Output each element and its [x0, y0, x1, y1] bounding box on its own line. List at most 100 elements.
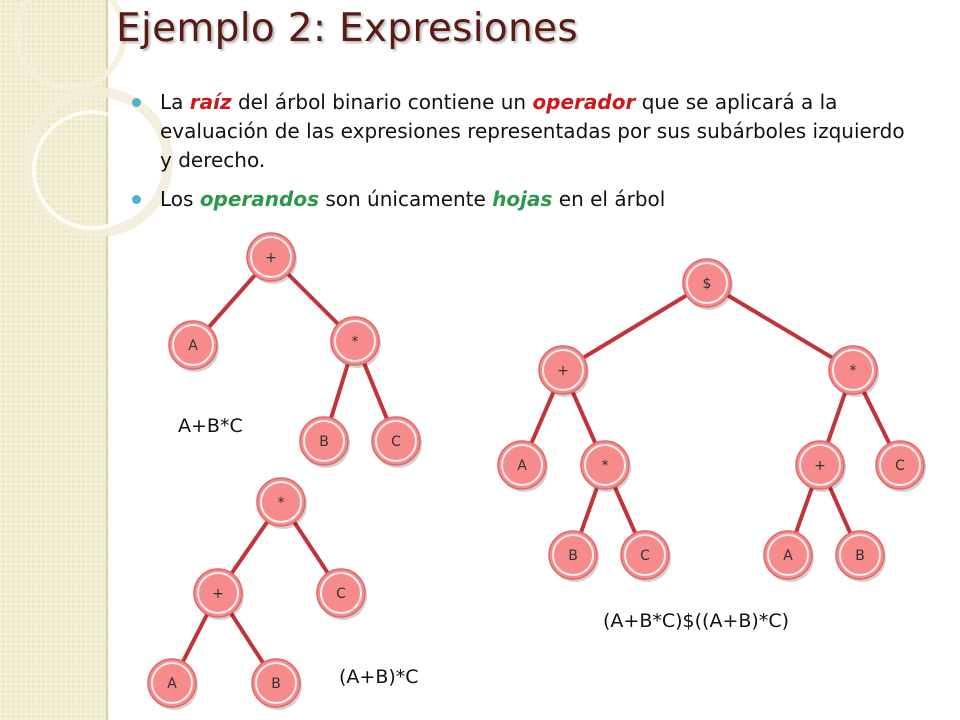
node-label: A [188, 338, 198, 354]
node-label: B [271, 676, 281, 692]
tree-node: $ [682, 258, 733, 310]
tree-node: C [875, 440, 926, 492]
node-circle [795, 440, 845, 490]
node-label: C [640, 548, 650, 564]
node-ring [584, 444, 626, 486]
node-circle [538, 345, 588, 395]
node-label: C [391, 434, 401, 450]
tree-node: * [580, 440, 631, 492]
node-label: C [336, 586, 346, 602]
node-label: $ [703, 276, 712, 292]
tree-node: A [147, 658, 198, 710]
node-ring [501, 444, 543, 486]
node-circle [256, 477, 306, 527]
node-label: + [557, 363, 569, 379]
node-circle [168, 320, 218, 370]
node-ring [320, 572, 362, 614]
node-circle [497, 440, 547, 490]
node-ring [879, 444, 921, 486]
node-circle [251, 658, 301, 708]
node-circle [548, 530, 598, 580]
node-ring [250, 236, 292, 278]
sidebar-texture [0, 0, 106, 720]
node-ring [542, 349, 584, 391]
node-label: C [895, 458, 905, 474]
tree-node: + [538, 345, 589, 397]
node-ring [552, 534, 594, 576]
keyword-red: raíz [189, 90, 232, 114]
tree-node: * [330, 316, 381, 368]
bullet-operands-leaves: Los operandos son únicamente hojas en el… [132, 185, 922, 214]
node-circle [875, 440, 925, 490]
tree-node: B [548, 530, 599, 582]
bullet-list: La raíz del árbol binario contiene un op… [132, 88, 922, 224]
bullet-text: en el árbol [552, 187, 666, 211]
node-ring [172, 324, 214, 366]
node-label: A [167, 676, 177, 692]
tree-node: A [497, 440, 548, 492]
node-ring [260, 481, 302, 523]
node-ring [767, 534, 809, 576]
node-circle [299, 416, 349, 466]
node-ring [799, 444, 841, 486]
node-ring [303, 420, 345, 462]
node-ring [686, 262, 728, 304]
node-label: + [814, 458, 826, 474]
node-label: + [212, 586, 224, 602]
tree-node: B [835, 530, 886, 582]
node-circle [371, 416, 421, 466]
tree-node: * [256, 477, 307, 529]
tree-node: C [371, 416, 422, 468]
bullet-text: del árbol binario contiene un [231, 90, 533, 114]
node-ring [839, 534, 881, 576]
node-label: * [278, 495, 285, 511]
node-label: A [517, 458, 527, 474]
expression-label: (A+B*C)$((A+B)*C) [603, 610, 789, 632]
expression-tree-3: $ + * A * B C + C A B (A+B*C)$((A+B)*C) [497, 258, 926, 632]
keyword-green: hojas [492, 187, 553, 211]
node-circle [193, 568, 243, 618]
node-ring [151, 662, 193, 704]
tree-edge [705, 281, 855, 372]
node-label: B [319, 434, 329, 450]
tree-node: C [620, 530, 671, 582]
tree-edge [561, 281, 709, 372]
expression-label: A+B*C [178, 415, 243, 437]
bullet-text: La [160, 90, 190, 114]
node-circle [682, 258, 732, 308]
bullet-text: son únicamente [319, 187, 493, 211]
decorative-rings [13, 0, 173, 237]
node-ring [197, 572, 239, 614]
node-ring [624, 534, 666, 576]
node-label: A [783, 548, 793, 564]
node-circle [246, 232, 296, 282]
keyword-red: operador [532, 90, 636, 114]
node-ring [255, 662, 297, 704]
node-label: * [602, 458, 609, 474]
keyword-green: operandos [199, 187, 319, 211]
node-label: * [352, 334, 359, 350]
node-circle [620, 530, 670, 580]
bullet-text: Los [160, 187, 200, 211]
node-circle [147, 658, 197, 708]
node-label: B [855, 548, 865, 564]
node-circle [828, 345, 878, 395]
tree-node: + [246, 232, 297, 284]
tree-node: A [168, 320, 219, 372]
expression-tree-1: + A * B C A+B*C [168, 232, 422, 468]
node-circle [330, 316, 380, 366]
tree-node: B [299, 416, 350, 468]
tree-node: B [251, 658, 302, 710]
bullet-text: que se aplicará a la evaluación de las e… [160, 90, 905, 172]
tree-node: * [828, 345, 879, 397]
expression-tree-2: * + C A B (A+B)*C [147, 477, 419, 710]
node-ring [334, 320, 376, 362]
bullet-root-operator: La raíz del árbol binario contiene un op… [132, 88, 922, 175]
slide-title: Ejemplo 2: Expresiones [116, 6, 578, 51]
expression-label: (A+B)*C [339, 666, 419, 688]
tree-node: + [795, 440, 846, 492]
sidebar-divider [106, 0, 108, 720]
tree-node: A [763, 530, 814, 582]
tree-node: C [316, 568, 367, 620]
